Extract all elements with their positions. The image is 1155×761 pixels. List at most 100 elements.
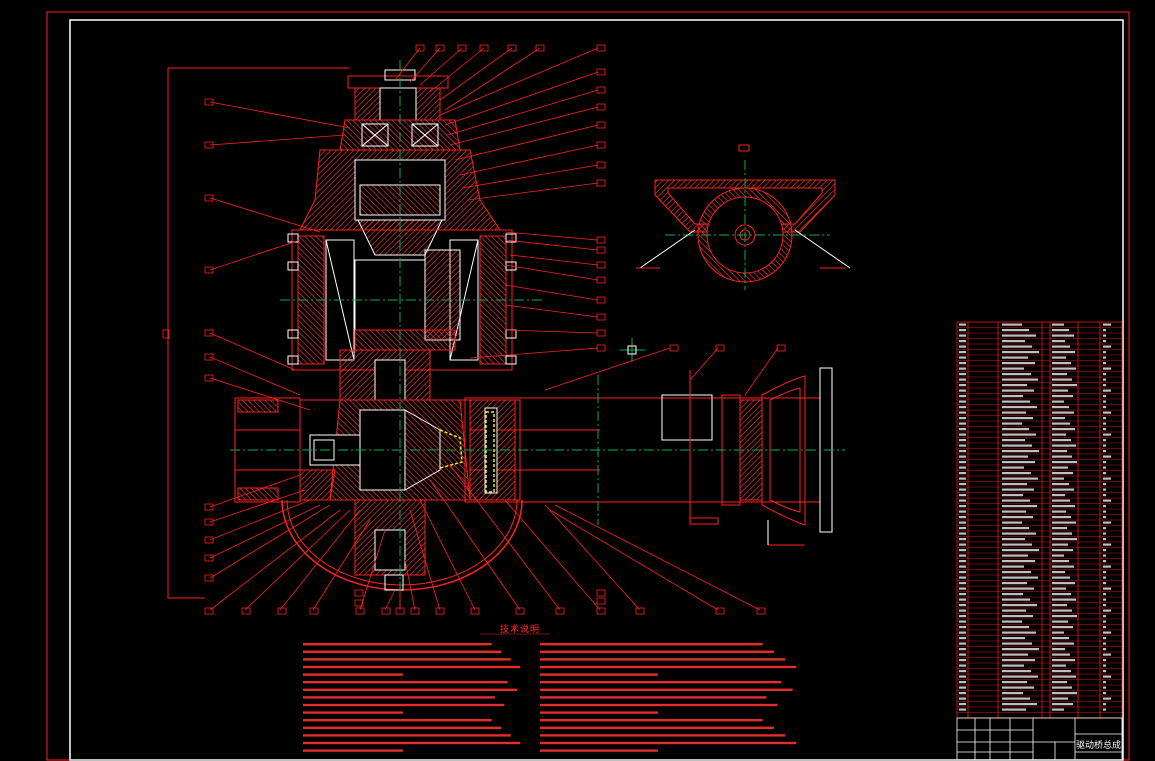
parts-row-text-mark <box>959 697 966 700</box>
parts-row-text-mark <box>1103 422 1106 425</box>
note-line-mark <box>540 703 778 707</box>
note-line-mark <box>303 734 511 737</box>
parts-row-text-mark <box>1002 477 1038 480</box>
parts-row-text-mark <box>1103 384 1106 387</box>
note-line-mark <box>303 719 492 722</box>
note-line-mark <box>540 696 767 699</box>
parts-row-text-mark <box>1103 653 1111 656</box>
parts-row-text-mark <box>1002 510 1026 513</box>
parts-row-text-mark <box>1103 411 1111 414</box>
parts-row-text-mark <box>1002 345 1032 348</box>
note-line-mark <box>303 665 521 669</box>
parts-row-text-mark <box>1103 642 1106 645</box>
parts-row-text-mark <box>1103 428 1106 431</box>
parts-row-text-mark <box>959 576 966 579</box>
parts-row-text-mark <box>959 373 966 376</box>
parts-row-text-mark <box>959 406 966 409</box>
parts-row-text-mark <box>959 708 966 711</box>
parts-row-text-mark <box>1052 461 1077 464</box>
parts-row-text-mark <box>959 483 966 486</box>
parts-row-text-mark <box>1103 450 1106 453</box>
parts-row-text-mark <box>1052 395 1073 398</box>
parts-row-text-mark <box>1052 351 1075 354</box>
note-line-mark <box>540 688 793 691</box>
technical-notes-heading: 技术说明 <box>500 625 541 635</box>
parts-row-text-mark <box>959 323 966 326</box>
parts-row-text-mark <box>959 670 966 673</box>
parts-row-text-mark <box>1052 477 1064 480</box>
parts-row-text-mark <box>1052 659 1075 662</box>
parts-row-text-mark <box>1103 549 1106 552</box>
parts-row-text-mark <box>1002 483 1027 486</box>
parts-row-text-mark <box>959 400 966 403</box>
parts-row-text-mark <box>1052 422 1070 425</box>
parts-row-text-mark <box>1002 329 1029 332</box>
note-line-mark <box>540 726 774 729</box>
note-line-mark <box>303 681 508 684</box>
parts-row-text-mark <box>1002 505 1037 508</box>
parts-row-text-mark <box>1052 554 1064 557</box>
parts-row-text-mark <box>1103 521 1111 524</box>
parts-row-text-mark <box>1002 422 1022 425</box>
note-line-mark <box>540 749 658 752</box>
parts-row-text-mark <box>1052 323 1064 326</box>
parts-row-text-mark <box>1002 692 1023 695</box>
parts-row-text-mark <box>1052 692 1077 695</box>
parts-row-text-mark <box>1103 483 1106 486</box>
parts-row-text-mark <box>1052 648 1065 651</box>
auxiliary-section-view <box>636 144 851 546</box>
parts-row-text-mark <box>1052 549 1073 552</box>
parts-row-text-mark <box>1103 417 1106 420</box>
parts-row-text-mark <box>959 543 966 546</box>
note-line-mark <box>303 650 502 653</box>
parts-row-text-mark <box>959 433 966 436</box>
parts-row-text-mark <box>1052 340 1065 343</box>
parts-row-text-mark <box>1002 560 1035 563</box>
parts-row-text-mark <box>1103 659 1106 662</box>
parts-row-text-mark <box>1052 527 1067 530</box>
parts-row-text-mark <box>1103 400 1106 403</box>
parts-row-text-mark <box>1052 384 1077 387</box>
parts-row-text-mark <box>1052 411 1074 414</box>
title-block-drawing-name: 驱动桥总成 <box>1076 741 1122 751</box>
parts-row-text-mark <box>1002 389 1034 392</box>
parts-row-text-mark <box>959 422 966 425</box>
parts-row-text-mark <box>1052 345 1070 348</box>
parts-row-text-mark <box>959 499 966 502</box>
parts-row-text-mark <box>959 538 966 541</box>
parts-row-text-mark <box>1052 642 1074 645</box>
parts-row-text-mark <box>1103 593 1106 596</box>
parts-row-text-mark <box>1002 395 1023 398</box>
parts-row-text-mark <box>1002 323 1022 326</box>
parts-row-text-mark <box>1002 549 1039 552</box>
parts-row-text-mark <box>1103 554 1106 557</box>
parts-row-text-mark <box>1002 466 1024 469</box>
parts-row-text-mark <box>1052 686 1072 689</box>
parts-row-text-mark <box>1002 593 1023 596</box>
parts-row-text-mark <box>1002 334 1036 337</box>
parts-row-text-mark <box>959 532 966 535</box>
parts-row-text-mark <box>1002 576 1038 579</box>
parts-row-text-mark <box>959 653 966 656</box>
parts-row-text-mark <box>1052 664 1066 667</box>
parts-row-text-mark <box>1002 604 1037 607</box>
note-line-mark <box>540 658 786 661</box>
parts-row-text-mark <box>1002 433 1036 436</box>
note-line-mark <box>540 741 797 745</box>
note-line-mark <box>303 703 505 707</box>
parts-row-text-mark <box>959 549 966 552</box>
parts-row-text-mark <box>959 444 966 447</box>
parts-row-text-mark <box>1002 521 1022 524</box>
parts-row-text-mark <box>959 389 966 392</box>
note-line-mark <box>540 711 658 714</box>
parts-row-text-mark <box>1103 378 1106 381</box>
parts-row-text-mark <box>1052 582 1075 585</box>
parts-row-text-mark <box>1002 373 1031 376</box>
parts-row-text-mark <box>1052 604 1067 607</box>
parts-row-text-mark <box>959 675 966 678</box>
parts-row-text-mark <box>1002 653 1028 656</box>
parts-row-text-mark <box>1103 604 1106 607</box>
parts-row-text-mark <box>1002 367 1024 370</box>
parts-row-text-mark <box>1002 708 1026 711</box>
parts-row-text-mark <box>1103 455 1111 458</box>
